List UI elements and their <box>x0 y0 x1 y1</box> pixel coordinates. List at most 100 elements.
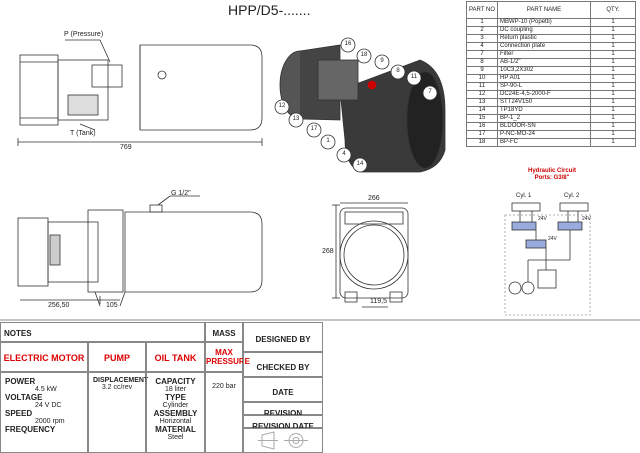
part-name-cell: Return plastic <box>497 34 591 43</box>
tank-top-view <box>139 44 263 131</box>
part-no-cell: 10 <box>465 74 499 83</box>
width-dimension: 266 <box>368 195 380 202</box>
balloon-11: 11 <box>410 74 418 80</box>
qty-cell: 1 <box>590 122 636 131</box>
checked-by-cell: CHECKED BY <box>243 352 323 377</box>
max-pressure-heading: MAX PRESSURE <box>205 342 250 372</box>
part-name-cell: DC coupling <box>497 26 591 35</box>
part-no-cell: 9 <box>465 66 499 75</box>
balloon-4: 4 <box>342 151 346 157</box>
balloon-17: 17 <box>310 126 318 132</box>
part-name-cell: DC24E-4,5-2000-F <box>497 90 591 99</box>
balloon-18: 18 <box>360 52 368 58</box>
part-no-cell: 12 <box>465 90 499 99</box>
tank-label: T (Tank) <box>70 130 96 137</box>
valve-1-voltage: 24V <box>538 216 547 222</box>
qty-cell: 1 <box>590 58 636 67</box>
part-no-cell: 1 <box>465 18 499 27</box>
motor-top-view <box>19 54 59 126</box>
circuit-title: Hydraulic Circuit Ports: G3/8" <box>512 168 592 182</box>
part-no-cell: 11 <box>465 82 499 91</box>
qty-cell: 1 <box>590 106 636 115</box>
g-port-label: G 1/2" <box>171 190 191 197</box>
qty-cell: 1 <box>590 66 636 75</box>
part-name-cell: AB-1/2" <box>497 58 591 67</box>
balloon-9: 9 <box>380 58 384 64</box>
qty-cell: 1 <box>590 50 636 59</box>
part-no-cell: 17 <box>465 130 499 139</box>
qty-cell: 1 <box>590 18 636 27</box>
revision-cell: REVISION <box>243 402 323 418</box>
circuit-subtitle: Ports: G3/8" <box>534 175 570 181</box>
motor-front-view <box>17 217 49 287</box>
valve-3-voltage: 24V <box>548 236 557 242</box>
drawing-title: HPP/D5-....... <box>228 2 311 18</box>
projection-symbol-cell <box>243 428 323 453</box>
part-no-cell: 7 <box>465 50 499 59</box>
part-name-cell: STT24V150 <box>497 98 591 107</box>
pump-heading: PUMP <box>88 342 146 372</box>
qty-cell: 1 <box>590 138 636 147</box>
date-cell: DATE <box>243 377 323 402</box>
notes-cell: NOTES <box>0 322 205 342</box>
projection-symbol <box>258 431 308 450</box>
qty-cell: 1 <box>590 98 636 107</box>
pump-specs: DISPLACEMENT 3.2 cc/rev <box>88 372 148 453</box>
dimension-b: 105 <box>106 302 118 309</box>
cylinder-1 <box>511 202 541 212</box>
balloon-12: 12 <box>278 103 286 109</box>
part-no-cell: 13 <box>465 98 499 107</box>
oil-tank-heading: OIL TANK <box>146 342 205 372</box>
qty-cell: 1 <box>590 34 636 43</box>
header-qty: QTY. <box>590 1 636 19</box>
part-name-cell: BP-FC <box>497 138 591 147</box>
part-no-cell: 4 <box>465 42 499 51</box>
pressure-specs: 220 bar <box>205 372 243 453</box>
part-name-cell: 10C3,2X302 <box>497 66 591 75</box>
balloon-14: 14 <box>356 161 364 167</box>
balloon-16: 16 <box>344 41 352 47</box>
part-name-cell: BP-1_2 <box>497 114 591 123</box>
side-view <box>339 207 409 299</box>
tank-specs: CAPACITY 18 liter TYPE Cylinder ASSEMBLY… <box>146 372 205 453</box>
revision-date-cell: REVISION DATE <box>243 415 323 431</box>
qty-cell: 1 <box>590 130 636 139</box>
qty-cell: 1 <box>590 82 636 91</box>
part-name-cell: P-NC-MO-24 <box>497 130 591 139</box>
part-name-cell: Connection plate <box>497 42 591 51</box>
part-no-cell: 2 <box>465 26 499 35</box>
qty-cell: 1 <box>590 42 636 51</box>
height-dimension: 268 <box>322 248 334 255</box>
balloon-7: 7 <box>428 89 432 95</box>
part-name-cell: HP A01 <box>497 74 591 83</box>
balloon-1: 1 <box>326 138 330 144</box>
part-no-cell: 18 <box>465 138 499 147</box>
valve-2-voltage: 24V <box>582 216 591 222</box>
qty-cell: 1 <box>590 26 636 35</box>
cylinder-2 <box>559 202 589 212</box>
part-name-cell: BLDOOR-SN <box>497 122 591 131</box>
cyl-1-label: Cyl. 1 <box>516 193 532 199</box>
balloon-13: 13 <box>292 116 300 122</box>
electric-motor-heading: ELECTRIC MOTOR <box>0 342 88 372</box>
part-no-cell: 8 <box>465 58 499 67</box>
designed-by-cell: DESIGNED BY <box>243 322 323 352</box>
balloon-8: 8 <box>396 68 400 74</box>
part-no-cell: 15 <box>465 114 499 123</box>
dimension-c: 119,5 <box>370 298 387 305</box>
part-name-cell: Filter <box>497 50 591 59</box>
qty-cell: 1 <box>590 74 636 83</box>
spec-block: NOTES MASS DESIGNED BY ELECTRIC MOTOR PU… <box>0 322 640 453</box>
